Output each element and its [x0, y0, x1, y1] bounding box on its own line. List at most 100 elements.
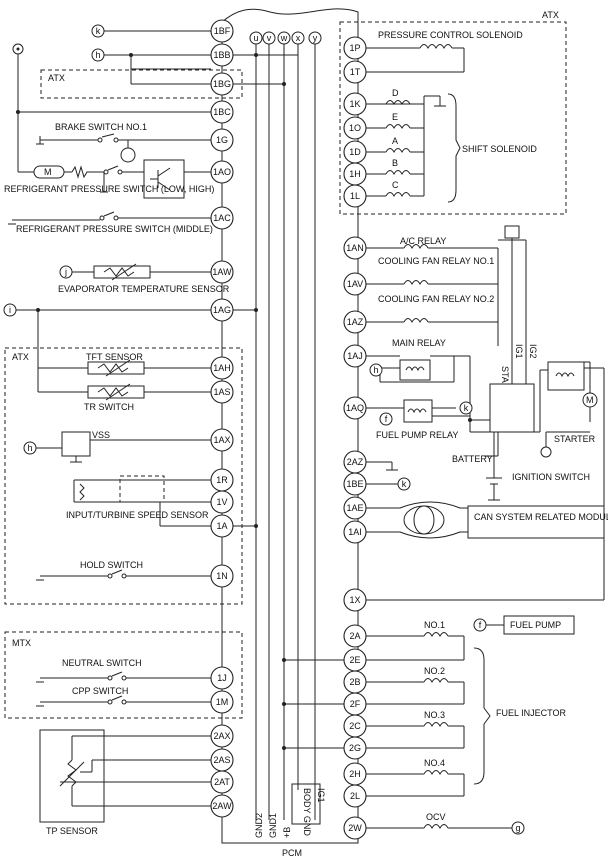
svg-text:1A: 1A	[216, 521, 227, 531]
svg-text:1N: 1N	[216, 571, 228, 581]
svg-text:1AQ: 1AQ	[346, 403, 364, 413]
svg-text:y: y	[313, 33, 318, 43]
pin-1v: 1V	[210, 490, 234, 514]
svg-text:1D: 1D	[349, 147, 361, 157]
svg-text:2AW: 2AW	[212, 801, 232, 811]
svg-text:v: v	[267, 33, 272, 43]
label-ignition-switch: IGNITION SWITCH	[512, 472, 590, 482]
pin-1j: 1J	[210, 666, 234, 690]
injector-2: NO.2	[366, 666, 465, 705]
pin-2ax: 2AX	[210, 724, 234, 748]
svg-text:1V: 1V	[216, 497, 227, 507]
svg-text:2B: 2B	[349, 677, 360, 687]
pin-1l: 1L	[343, 184, 367, 208]
connector-h: h	[91, 48, 105, 62]
label-ig1: IG1	[316, 788, 326, 803]
label-brake-switch: BRAKE SWITCH NO.1	[55, 122, 147, 132]
shift-solenoid-e: E	[366, 112, 424, 130]
svg-text:1T: 1T	[350, 67, 361, 77]
label-cpp-switch: CPP SWITCH	[72, 686, 128, 696]
svg-text:u: u	[253, 33, 258, 43]
label-ocv: OCV	[426, 812, 446, 822]
svg-text:1AV: 1AV	[347, 279, 363, 289]
svg-text:1R: 1R	[216, 475, 228, 485]
connector-k: k	[397, 477, 411, 491]
pin-1bb: 1BB	[210, 43, 234, 67]
label-fuel-injector: FUEL INJECTOR	[496, 708, 567, 718]
svg-text:h: h	[373, 365, 378, 375]
connector-h: h	[23, 441, 37, 455]
pin-2az: 2AZ	[343, 450, 367, 474]
svg-text:1AG: 1AG	[213, 305, 231, 315]
label-vss: VSS	[92, 430, 110, 440]
pin-1az: 1AZ	[343, 310, 367, 334]
svg-text:h: h	[27, 443, 32, 453]
svg-text:E: E	[392, 112, 398, 122]
pin-1r: 1R	[210, 468, 234, 492]
injector-3: NO.3	[366, 710, 465, 749]
pin-1ag: 1AG	[210, 298, 234, 322]
label-pressure-control: PRESSURE CONTROL SOLENOID	[378, 30, 523, 40]
pin-1aj: 1AJ	[343, 344, 367, 368]
pin-1av: 1AV	[343, 272, 367, 296]
svg-text:2AS: 2AS	[213, 755, 230, 765]
pin-2g: 2G	[343, 736, 367, 760]
svg-text:B: B	[392, 158, 398, 168]
svg-text:A: A	[392, 136, 398, 146]
label-neutral-switch: NEUTRAL SWITCH	[62, 658, 142, 668]
pin-2aw: 2AW	[210, 794, 234, 818]
svg-text:f: f	[479, 620, 482, 630]
label-body-gnd: BODY GND	[302, 788, 312, 836]
label-ign-ig1: IG1	[514, 344, 524, 359]
pin-2a: 2A	[343, 624, 367, 648]
label-can-module: CAN SYSTEM RELATED MODULE	[474, 512, 608, 522]
svg-text:2C: 2C	[349, 721, 361, 731]
mtx-label: MTX	[12, 638, 31, 648]
svg-text:2E: 2E	[349, 655, 360, 665]
svg-text:1BE: 1BE	[346, 479, 363, 489]
svg-text:1AE: 1AE	[346, 503, 363, 513]
connector-k: k	[91, 24, 105, 38]
svg-text:C: C	[392, 180, 399, 190]
pin-1be: 1BE	[343, 472, 367, 496]
pin-1ah: 1AH	[210, 356, 234, 380]
svg-text:h: h	[95, 50, 100, 60]
svg-text:2F: 2F	[350, 699, 361, 709]
svg-text:NO.1: NO.1	[424, 620, 445, 630]
svg-text:1AN: 1AN	[346, 243, 364, 253]
svg-text:1AI: 1AI	[348, 527, 362, 537]
svg-text:k: k	[96, 26, 101, 36]
svg-text:f: f	[385, 414, 388, 424]
svg-text:2H: 2H	[349, 769, 361, 779]
label-fan-relay1: COOLING FAN RELAY NO.1	[378, 256, 494, 266]
pin-1bg: 1BG	[210, 72, 234, 96]
pin-1an: 1AN	[343, 236, 367, 260]
svg-text:k: k	[464, 403, 469, 413]
svg-text:1P: 1P	[349, 43, 360, 53]
svg-text:M: M	[44, 167, 52, 177]
pin-1ax: 1AX	[210, 428, 234, 452]
pin-1k: 1K	[343, 92, 367, 116]
pcm-left-pins: 1BF1BB1BG1BC1G1AO1AC1AW1AG1AH1AS1AX1R1V1…	[210, 19, 234, 818]
connector-f: f	[473, 618, 487, 632]
pcm-bus-lines	[255, 38, 316, 820]
pcm-body	[221, 8, 359, 844]
shift-solenoid-b: B	[366, 158, 424, 176]
svg-text:1AH: 1AH	[213, 363, 231, 373]
svg-text:1BC: 1BC	[213, 107, 231, 117]
label-hold-switch: HOLD SWITCH	[80, 560, 143, 570]
atx-label-top: ATX	[48, 73, 65, 83]
pin-1ac: 1AC	[210, 206, 234, 230]
pin-1bc: 1BC	[210, 100, 234, 124]
bus-tag-x: x	[291, 31, 305, 45]
bus-tag-v: v	[262, 31, 276, 45]
svg-text:1AJ: 1AJ	[347, 351, 363, 361]
svg-text:M: M	[586, 395, 594, 405]
pin-1aw: 1AW	[210, 260, 234, 284]
pin-1o: 1O	[343, 116, 367, 140]
svg-text:2L: 2L	[350, 791, 360, 801]
label-plus-b: +B	[282, 827, 292, 838]
pcm-label: PCM	[282, 848, 302, 858]
